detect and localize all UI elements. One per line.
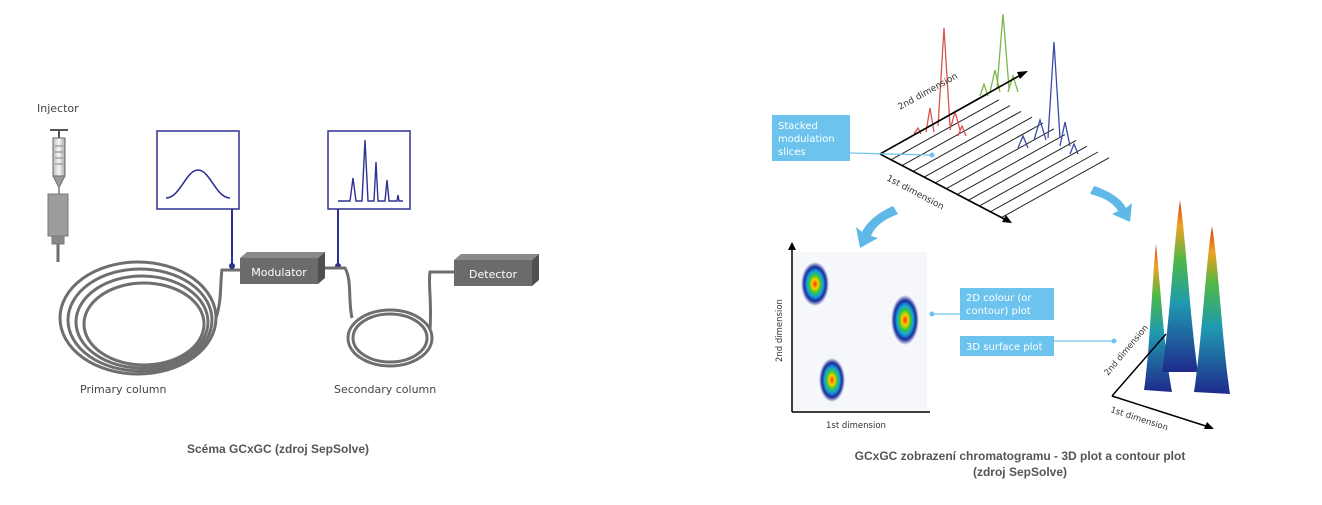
slice-line — [901, 105, 1011, 167]
surface-peak-3 — [1194, 226, 1230, 394]
surface-axis-1st-label: 1st dimension — [1109, 405, 1169, 433]
colour-label-line-2: contour) plot — [966, 306, 1031, 317]
colour-label-line-1: 2D colour (or — [966, 293, 1032, 304]
right-caption-line-2: (zdroj SepSolve) — [972, 465, 1067, 479]
primary-chromatogram-window — [156, 130, 240, 269]
contour-ylabel: 2nd dimension — [775, 299, 785, 362]
slice-line — [934, 122, 1044, 184]
slice-line — [923, 116, 1033, 178]
peak-blue-series — [1017, 41, 1079, 155]
injector-port — [47, 193, 69, 237]
primary-column-label: Primary column — [80, 383, 167, 396]
slices-axis-1st-label: 1st dimension — [885, 174, 946, 213]
left-caption: Scéma GCxGC (zdroj SepSolve) — [186, 442, 370, 456]
curved-arrow-left-icon — [856, 206, 898, 248]
contour-plot: 1st dimension 2nd dimension — [775, 242, 930, 431]
modulator-box: Modulator — [240, 252, 325, 284]
colour-plot-callout: 2D colour (or contour) plot — [929, 288, 1054, 320]
stacked-slices-plot: 2nd dimension 1st dimension — [879, 13, 1110, 223]
contour-spot-1 — [801, 262, 829, 306]
surface-plot: 2nd dimension 1st dimension — [1103, 200, 1230, 433]
secondary-column-coil — [325, 266, 455, 368]
detector-label: Detector — [469, 268, 517, 281]
gcxgc-schematic: Injector Primary column — [37, 102, 539, 396]
injector-label: Injector — [37, 102, 79, 115]
slice-line — [967, 139, 1077, 201]
stacked-label-line-1: Stacked — [778, 121, 818, 132]
slice-line — [912, 110, 1022, 172]
detector-box: Detector — [454, 254, 539, 286]
contour-spot-2 — [891, 295, 919, 345]
surface-peak-2 — [1162, 200, 1198, 372]
contour-spot-3 — [819, 358, 845, 402]
svg-text:2D colour (or contour): 2D colour (or contour) plot — [966, 293, 1035, 317]
slice-lines — [879, 93, 1110, 219]
curved-arrow-right-icon — [1090, 186, 1132, 222]
slice-line — [890, 99, 1000, 161]
contour-xlabel: 1st dimension — [826, 421, 886, 431]
slice-line — [978, 145, 1088, 207]
slice-line — [989, 151, 1099, 213]
svg-text:Stacked modulation: Stacked modulation slices — [778, 121, 838, 158]
stacked-label-line-3: slices — [778, 147, 806, 158]
slice-line — [945, 128, 1055, 190]
slice-line — [956, 134, 1066, 196]
surface-plot-callout: 3D surface plot — [960, 336, 1117, 356]
syringe-icon — [50, 129, 68, 194]
slice-line — [1000, 157, 1110, 219]
surface-axis-2nd-label: 2nd dimension — [1103, 323, 1151, 378]
stacked-slices-callout: Stacked modulation slices — [772, 115, 935, 161]
surface-label: 3D surface plot — [966, 342, 1043, 353]
visualization-diagram: 2nd dimension 1st dimension Stacked modu… — [772, 13, 1230, 433]
right-caption: GCxGC zobrazení chromatogramu - 3D plot … — [820, 448, 1220, 480]
peak-green-series — [979, 13, 1019, 97]
secondary-chromatogram-window — [327, 130, 411, 269]
stacked-label-line-2: modulation — [778, 134, 835, 145]
secondary-column-label: Secondary column — [334, 383, 436, 396]
right-caption-line-1: GCxGC zobrazení chromatogramu - 3D plot … — [854, 449, 1186, 463]
primary-column-coil — [56, 244, 240, 376]
slices-axis-2nd-label: 2nd dimension — [897, 72, 960, 113]
modulator-label: Modulator — [251, 266, 307, 279]
